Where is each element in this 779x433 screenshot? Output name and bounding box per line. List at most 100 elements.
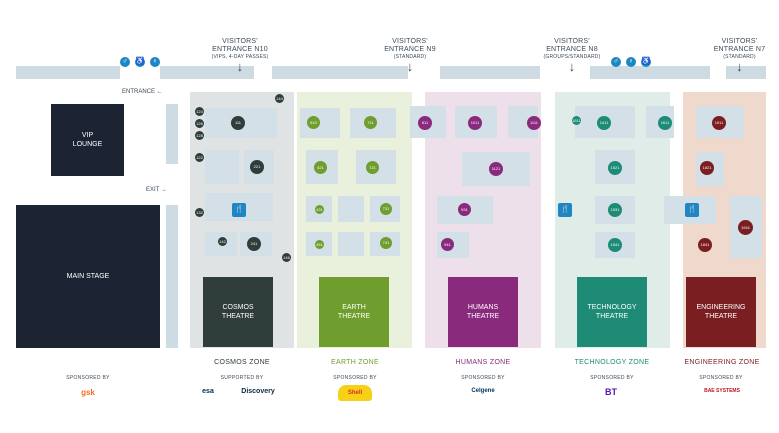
booth-marker[interactable]: 1411: [597, 116, 611, 130]
booth-marker[interactable]: 1511: [572, 116, 581, 125]
booth-marker[interactable]: 1531: [608, 203, 622, 217]
zone-label-humans: HUMANS ZONE: [455, 359, 511, 366]
cafe-icon: 🍴: [685, 203, 699, 217]
entrance-sub: (STANDARD): [723, 54, 756, 60]
booth-marker[interactable]: 221: [250, 160, 264, 174]
theatre-earth[interactable]: EARTH THEATRE: [319, 277, 389, 347]
stand: [338, 196, 364, 222]
booth-marker[interactable]: 431: [315, 205, 324, 214]
stand: [300, 108, 340, 138]
sponsor-label-main: SPONSORED BY: [66, 375, 110, 381]
corridor-wall: [166, 104, 178, 164]
booth-marker[interactable]: 1821: [700, 161, 714, 175]
side-exit-label: EXIT →: [146, 187, 167, 193]
booth-marker[interactable]: 132: [195, 208, 204, 217]
booth-marker[interactable]: 741: [380, 237, 392, 249]
entrance-n9[interactable]: VISITORS' ENTRANCE N9 (STANDARD) ↓: [370, 38, 450, 73]
booth-marker[interactable]: 721: [366, 161, 379, 174]
bt-logo: BT: [605, 387, 617, 397]
booth-marker[interactable]: 126: [195, 119, 204, 128]
entrance-line1: VISITORS': [721, 38, 758, 45]
entrance-n7[interactable]: VISITORS' ENTRANCE N7 (STANDARD) ↓: [700, 38, 779, 73]
cafe-icon: 🍴: [232, 203, 246, 217]
entrance-line1: VISITORS': [222, 38, 258, 45]
theatre-engineering-label: ENGINEERING THEATRE: [696, 304, 746, 320]
entrance-sub: (GROUPS/STANDARD): [543, 54, 601, 60]
vip-lounge[interactable]: VIP LOUNGE: [51, 104, 124, 176]
booth-marker[interactable]: 1911: [712, 116, 726, 130]
booth-marker[interactable]: 122: [195, 153, 204, 162]
booth-marker[interactable]: 731: [380, 203, 392, 215]
discovery-logo: Discovery: [241, 388, 275, 395]
accessible-toilet-icon: ♿: [135, 57, 145, 67]
booth-marker[interactable]: 1541: [608, 238, 622, 252]
booth-marker[interactable]: 146: [282, 253, 291, 262]
corridor-wall: [166, 205, 178, 348]
zone-label-earth: EARTH ZONE: [331, 359, 379, 366]
north-wall-segment: [16, 66, 120, 79]
sponsor-label-cosmos: SUPPORTED BY: [220, 375, 264, 381]
shell-logo: Shell: [338, 385, 372, 401]
booth-marker[interactable]: 1611: [658, 116, 672, 130]
booth-marker[interactable]: 1121: [489, 162, 503, 176]
theatre-engineering[interactable]: ENGINEERING THEATRE: [686, 277, 756, 347]
north-wall-segment: [590, 66, 710, 79]
accessible-toilet-icon: ♿: [641, 57, 651, 67]
booth-marker[interactable]: 451: [315, 240, 324, 249]
booth-marker[interactable]: 1011: [468, 116, 482, 130]
theatre-humans-label: HUMANS THEATRE: [466, 304, 500, 320]
esa-logo: esa: [202, 388, 214, 395]
theatre-cosmos-label: COSMOS THEATRE: [221, 304, 255, 320]
entrance-line2: ENTRANCE N7: [713, 46, 766, 53]
booth-marker[interactable]: 1521: [608, 161, 622, 175]
theatre-cosmos[interactable]: COSMOS THEATRE: [203, 277, 273, 347]
booth-marker[interactable]: 931: [458, 203, 471, 216]
arrow-down-icon: ↓: [406, 59, 414, 74]
theatre-humans[interactable]: HUMANS THEATRE: [448, 277, 518, 347]
entrance-line2: ENTRANCE N10: [212, 46, 268, 53]
booth-marker[interactable]: 241: [247, 237, 261, 251]
entrance-n10[interactable]: VISITORS' ENTRANCE N10 (VIPS, 4-DAY PASS…: [200, 38, 280, 73]
north-wall-segment: [272, 66, 408, 79]
celgene-logo: Celgene: [471, 388, 495, 394]
sponsor-label-engineering: SPONSORED BY: [699, 375, 743, 381]
vip-lounge-label: VIP LOUNGE: [72, 132, 103, 148]
entrance-sub: (STANDARD): [393, 54, 427, 60]
theatre-earth-label: EARTH THEATRE: [337, 304, 371, 320]
booth-marker[interactable]: 124: [195, 107, 204, 116]
toilets-icon: ♀: [150, 57, 160, 67]
entrance-sub: (VIPS, 4-DAY PASSES): [211, 54, 269, 60]
zone-label-engineering: ENGINEERING ZONE: [684, 359, 760, 366]
north-wall-segment: [440, 66, 540, 79]
entrance-n8[interactable]: VISITORS' ENTRANCE N8 (GROUPS/STANDARD) …: [532, 38, 612, 73]
booth-marker[interactable]: 142: [218, 237, 227, 246]
side-entrance-label: ENTRANCE ←: [122, 89, 163, 95]
gsk-logo: gsk: [81, 388, 95, 397]
stand: [338, 232, 364, 256]
theatre-technology[interactable]: TECHNOLOGY THEATRE: [577, 277, 647, 347]
zone-label-technology: TECHNOLOGY ZONE: [574, 359, 650, 366]
booth-marker[interactable]: 1841: [698, 238, 712, 252]
arrow-down-icon: ↓: [568, 59, 576, 74]
booth-marker[interactable]: 510: [307, 116, 320, 129]
arrow-down-icon: ↓: [736, 59, 743, 74]
north-wall-segment: [726, 66, 766, 79]
booth-marker[interactable]: 811: [418, 116, 432, 130]
arrow-down-icon: ↓: [236, 59, 244, 74]
main-stage[interactable]: MAIN STAGE: [16, 205, 160, 348]
booth-marker[interactable]: 1941: [738, 220, 753, 235]
theatre-technology-label: TECHNOLOGY THEATRE: [587, 304, 637, 320]
booth-marker[interactable]: 111: [231, 116, 245, 130]
booth-marker[interactable]: 128: [195, 131, 204, 140]
booth-marker[interactable]: 144: [275, 94, 284, 103]
booth-marker[interactable]: 941: [441, 238, 454, 251]
main-stage-label: MAIN STAGE: [66, 273, 110, 280]
booth-marker[interactable]: 521: [314, 161, 327, 174]
booth-marker[interactable]: 711: [364, 116, 377, 129]
north-wall-segment: [160, 66, 254, 79]
entrance-line1: VISITORS': [554, 38, 590, 45]
entrance-line2: ENTRANCE N9: [384, 46, 436, 53]
booth-marker[interactable]: 1111: [527, 116, 541, 130]
toilets-icon: ♀: [626, 57, 636, 67]
sponsor-label-humans: SPONSORED BY: [461, 375, 505, 381]
